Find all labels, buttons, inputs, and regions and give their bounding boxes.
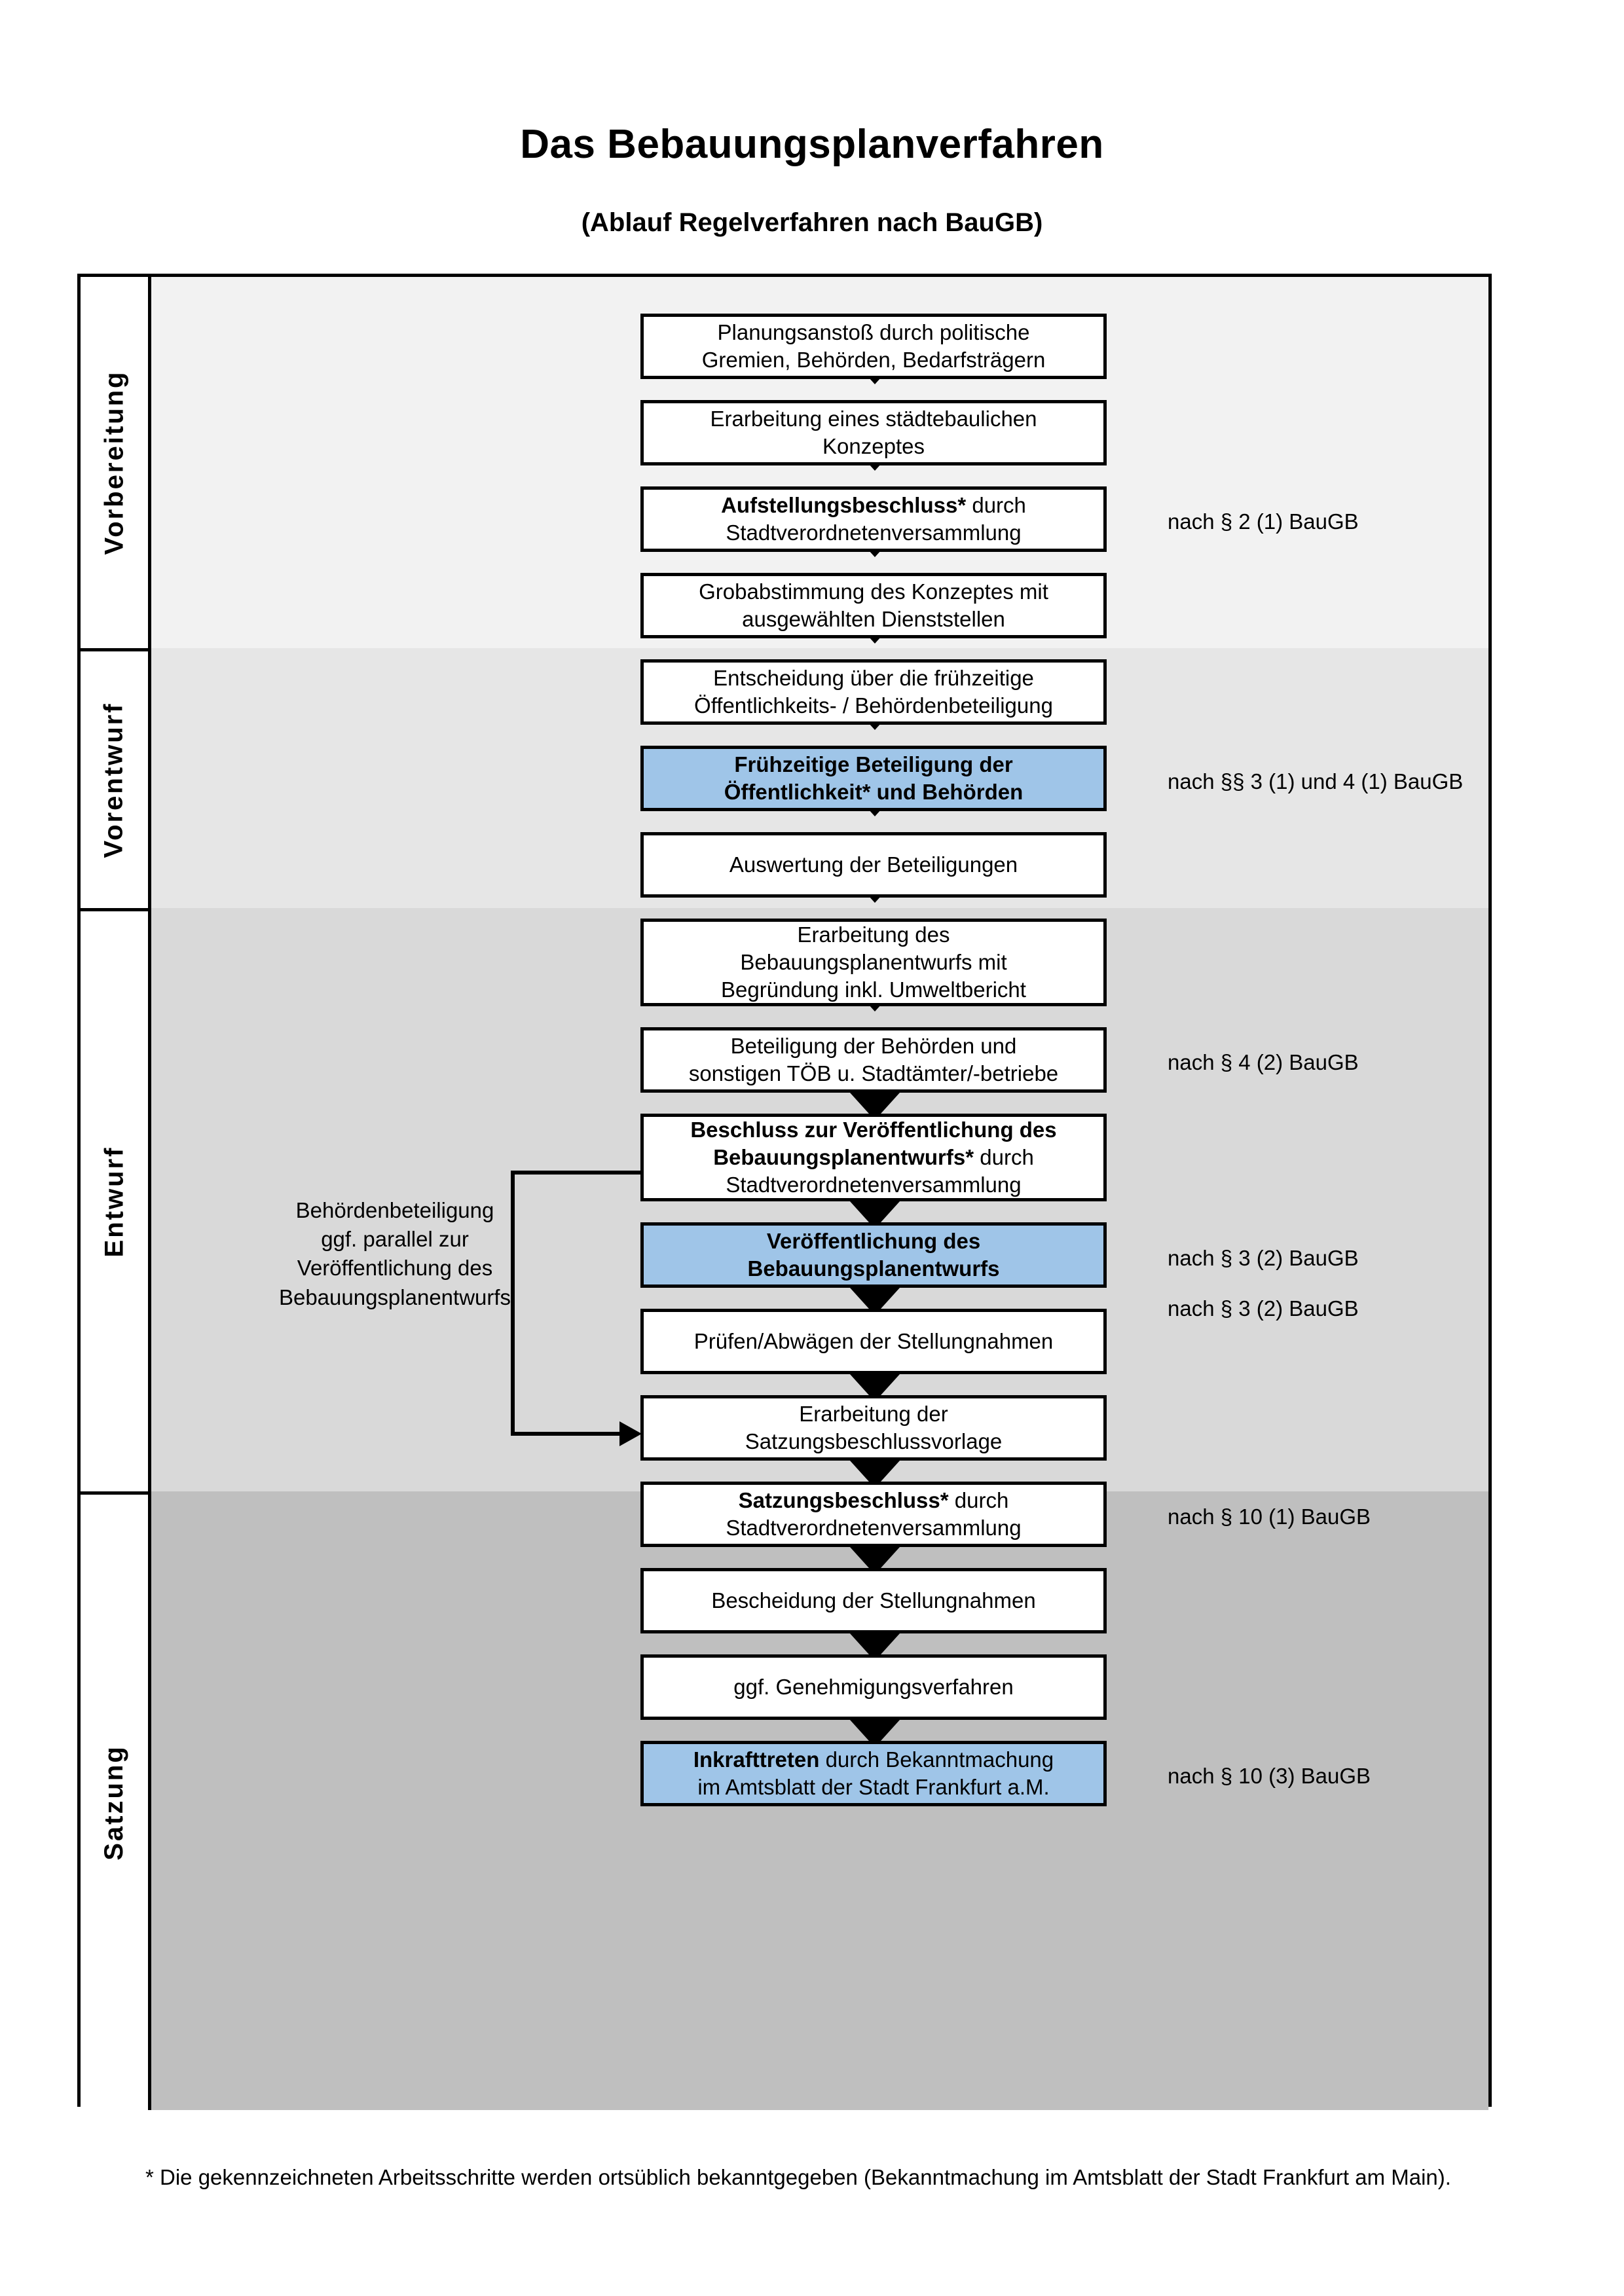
- step-line-emphasis: Beschluss zur Veröffentlichung des: [690, 1117, 1057, 1142]
- step-line-emphasis: Frühzeitige Beteiligung der: [734, 752, 1013, 776]
- page-subtitle: (Ablauf Regelverfahren nach BauGB): [581, 208, 1043, 237]
- legal-note-par-4-2: nach § 4 (2) BauGB: [1168, 1050, 1359, 1074]
- phase-label-cell-vorentwurf: Vorentwurf: [81, 648, 151, 908]
- step-line: Bebauungsplanentwurfs mit: [740, 949, 1007, 974]
- step-line-emphasis: Veröffentlichung des: [766, 1228, 981, 1253]
- flow-step-planungsanstoss[interactable]: Planungsanstoß durch politische Gremien,…: [640, 314, 1107, 379]
- phase-label-cell-entwurf: Entwurf: [81, 908, 151, 1491]
- legal-note-par-3-2-a: nach § 3 (2) BauGB: [1168, 1246, 1359, 1270]
- footnote-text: * Die gekennzeichneten Arbeitsschritte w…: [145, 2165, 1451, 2189]
- side-note-line: Veröffentlichung des: [297, 1256, 493, 1281]
- step-line-emphasis: Bebauungsplanentwurfs*: [713, 1144, 974, 1169]
- flow-step-entscheidung-fruehzeitig[interactable]: Entscheidung über die frühzeitige Öffent…: [640, 659, 1107, 725]
- step-line: Entscheidung über die frühzeitige: [713, 665, 1034, 690]
- side-note-line: ggf. parallel zur: [321, 1227, 469, 1252]
- step-line-suffix: durch Bekanntmachung: [819, 1747, 1054, 1772]
- legal-note-par-10-3: nach § 10 (3) BauGB: [1168, 1764, 1371, 1788]
- step-line: Bescheidung der Stellungnahmen: [711, 1588, 1036, 1613]
- phase-label-cell-vorbereitung: Vorbereitung: [81, 277, 151, 648]
- legal-note-par-10-1: nach § 10 (1) BauGB: [1168, 1504, 1371, 1529]
- step-line: Stadtverordnetenversammlung: [726, 520, 1022, 545]
- step-line: ausgewählten Dienststellen: [742, 607, 1005, 631]
- flow-step-genehmigungsverfahren[interactable]: ggf. Genehmigungsverfahren: [640, 1654, 1107, 1720]
- flow-step-staedtebauliches-konzept[interactable]: Erarbeitung eines städtebaulichen Konzep…: [640, 400, 1107, 465]
- step-line: Erarbeitung des: [797, 922, 950, 947]
- flow-step-veroeffentlichung[interactable]: Veröffentlichung des Bebauungsplanentwur…: [640, 1222, 1107, 1288]
- flow-step-auswertung[interactable]: Auswertung der Beteiligungen: [640, 832, 1107, 898]
- step-line: Grobabstimmung des Konzeptes mit: [699, 579, 1048, 604]
- phase-label-satzung: Satzung: [100, 1744, 129, 1861]
- legal-note-par-3-2-b: nach § 3 (2) BauGB: [1168, 1296, 1359, 1321]
- legal-note-par-2-1: nach § 2 (1) BauGB: [1168, 509, 1359, 534]
- step-line: Stadtverordnetenversammlung: [726, 1173, 1022, 1197]
- flow-step-pruefen-abwaegen[interactable]: Prüfen/Abwägen der Stellungnahmen: [640, 1309, 1107, 1374]
- flow-step-fruehzeitige-beteiligung[interactable]: Frühzeitige Beteiligung der Öffentlichke…: [640, 746, 1107, 811]
- step-line: Satzungsbeschlussvorlage: [745, 1429, 1003, 1453]
- flow-step-inkrafttreten[interactable]: Inkrafttreten durch Bekanntmachung im Am…: [640, 1741, 1107, 1806]
- step-line: Prüfen/Abwägen der Stellungnahmen: [693, 1328, 1054, 1353]
- step-line-emphasis: Inkrafttreten: [693, 1747, 820, 1772]
- flow-step-erarbeitung-entwurf[interactable]: Erarbeitung des Bebauungsplanentwurfs mi…: [640, 919, 1107, 1006]
- connector-segment-top: [511, 1171, 642, 1175]
- step-line: Begründung inkl. Umweltbericht: [721, 977, 1026, 1002]
- connector-segment-bottom: [511, 1432, 621, 1436]
- side-note-line: Behördenbeteiligung: [295, 1198, 494, 1222]
- step-line: Erarbeitung der: [799, 1401, 948, 1426]
- side-note-line: Bebauungsplanentwurfs: [278, 1285, 511, 1309]
- flow-step-beteiligung-behoerden[interactable]: Beteiligung der Behörden und sonstigen T…: [640, 1027, 1107, 1093]
- step-line: Auswertung der Beteiligungen: [729, 852, 1018, 877]
- step-line-suffix: durch: [948, 1487, 1009, 1512]
- step-line: ggf. Genehmigungsverfahren: [733, 1674, 1014, 1699]
- side-note-behoerdenbeteiligung: Behördenbeteiligung ggf. parallel zur Ve…: [248, 1196, 542, 1312]
- step-line: im Amtsblatt der Stadt Frankfurt a.M.: [697, 1775, 1050, 1799]
- phase-label-entwurf: Entwurf: [100, 1146, 128, 1257]
- phase-label-vorbereitung: Vorbereitung: [100, 370, 128, 555]
- step-line-emphasis: Satzungsbeschluss*: [738, 1487, 949, 1512]
- step-line: Öffentlichkeits- / Behördenbeteiligung: [694, 693, 1053, 718]
- phase-label-cell-satzung: Satzung: [81, 1491, 151, 2110]
- connector-segment-vertical: [511, 1171, 515, 1436]
- legal-note-par-3-1-4-1: nach §§ 3 (1) und 4 (1) BauGB: [1168, 769, 1464, 793]
- step-line: Konzeptes: [822, 434, 925, 458]
- flowchart-frame: Vorbereitung Vorentwurf Entwurf Satzung: [77, 274, 1492, 2110]
- step-line-emphasis: Öffentlichkeit* und Behörden: [724, 780, 1024, 804]
- flow-step-bescheidung[interactable]: Bescheidung der Stellungnahmen: [640, 1568, 1107, 1633]
- flow-step-satzungsbeschlussvorlage[interactable]: Erarbeitung der Satzungsbeschlussvorlage: [640, 1395, 1107, 1461]
- step-line: Stadtverordnetenversammlung: [726, 1516, 1022, 1540]
- phase-label-vorentwurf: Vorentwurf: [100, 701, 128, 858]
- connector-arrowhead-icon: [619, 1421, 642, 1446]
- flow-step-satzungsbeschluss[interactable]: Satzungsbeschluss* durch Stadtverordnete…: [640, 1482, 1107, 1547]
- step-line-suffix: durch: [966, 492, 1026, 517]
- flow-step-beschluss-veroeffentlichung[interactable]: Beschluss zur Veröffentlichung des Bebau…: [640, 1114, 1107, 1201]
- step-line: Erarbeitung eines städtebaulichen: [710, 406, 1037, 431]
- step-line-suffix: durch: [974, 1144, 1034, 1169]
- step-line: Planungsanstoß durch politische: [717, 319, 1030, 344]
- flow-step-aufstellungsbeschluss[interactable]: Aufstellungsbeschluss* durch Stadtverord…: [640, 486, 1107, 552]
- step-line: Beteiligung der Behörden und: [730, 1033, 1017, 1058]
- flow-step-grobabstimmung[interactable]: Grobabstimmung des Konzeptes mit ausgewä…: [640, 573, 1107, 638]
- step-line: sonstigen TÖB u. Stadtämter/-betriebe: [688, 1061, 1059, 1085]
- page-title: Das Bebauungsplanverfahren: [520, 122, 1104, 167]
- step-line: Gremien, Behörden, Bedarfsträgern: [701, 348, 1046, 372]
- step-line-emphasis: Bebauungsplanentwurfs: [747, 1256, 1000, 1281]
- step-line-emphasis: Aufstellungsbeschluss*: [721, 492, 967, 517]
